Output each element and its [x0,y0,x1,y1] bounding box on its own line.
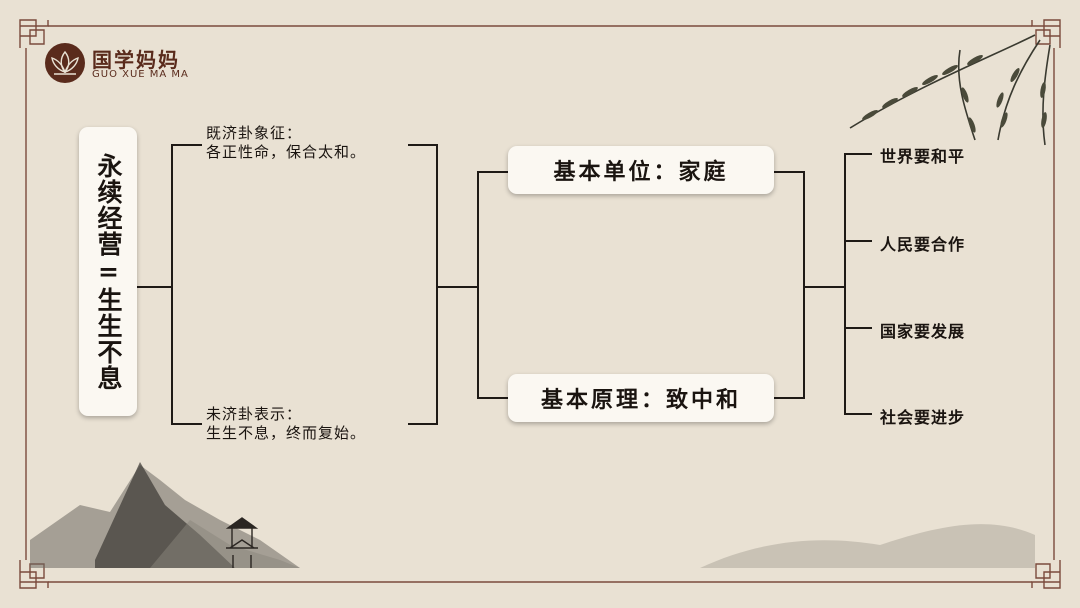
goal-world-peace: 世界要和平 [880,147,966,166]
logo-subtitle: GUO XUE MA MA [92,69,189,80]
note-top: 既济卦象征： 各正性命，保合太和。 [206,124,366,162]
left-bracket [171,144,202,425]
border-frame [19,19,1061,589]
pavilion-icon [225,517,259,568]
goals-bracket [844,153,872,415]
root-node-label: 永续经营=生生不息 [94,152,123,391]
willow-branch [849,34,1051,146]
root-node: 永续经营=生生不息 [79,127,137,416]
note-bottom-line1: 未济卦表示： [206,405,303,423]
ink-hills-right [700,524,1035,568]
node-basic-unit: 基本单位：家庭 [508,146,774,194]
note-bottom: 未济卦表示： 生生不息，终而复始。 [206,405,366,443]
goal-people-cooperate: 人民要合作 [880,235,966,254]
logo-title: 国学妈妈 [92,48,180,72]
goal-society-progress: 社会要进步 [880,408,966,427]
notes-bracket [408,144,438,425]
node-basic-principle: 基本原理：致中和 [508,374,774,422]
note-bottom-line2: 生生不息，终而复始。 [206,424,367,442]
note-top-line2: 各正性命，保合太和。 [206,143,367,161]
middle-right-bracket [774,171,805,399]
node-basic-principle-label: 基本原理：致中和 [540,388,741,413]
middle-bracket [477,171,508,399]
note-top-line1: 既济卦象征： [206,124,303,142]
node-basic-unit-label: 基本单位：家庭 [553,160,729,185]
goal-nation-develop: 国家要发展 [880,322,966,341]
